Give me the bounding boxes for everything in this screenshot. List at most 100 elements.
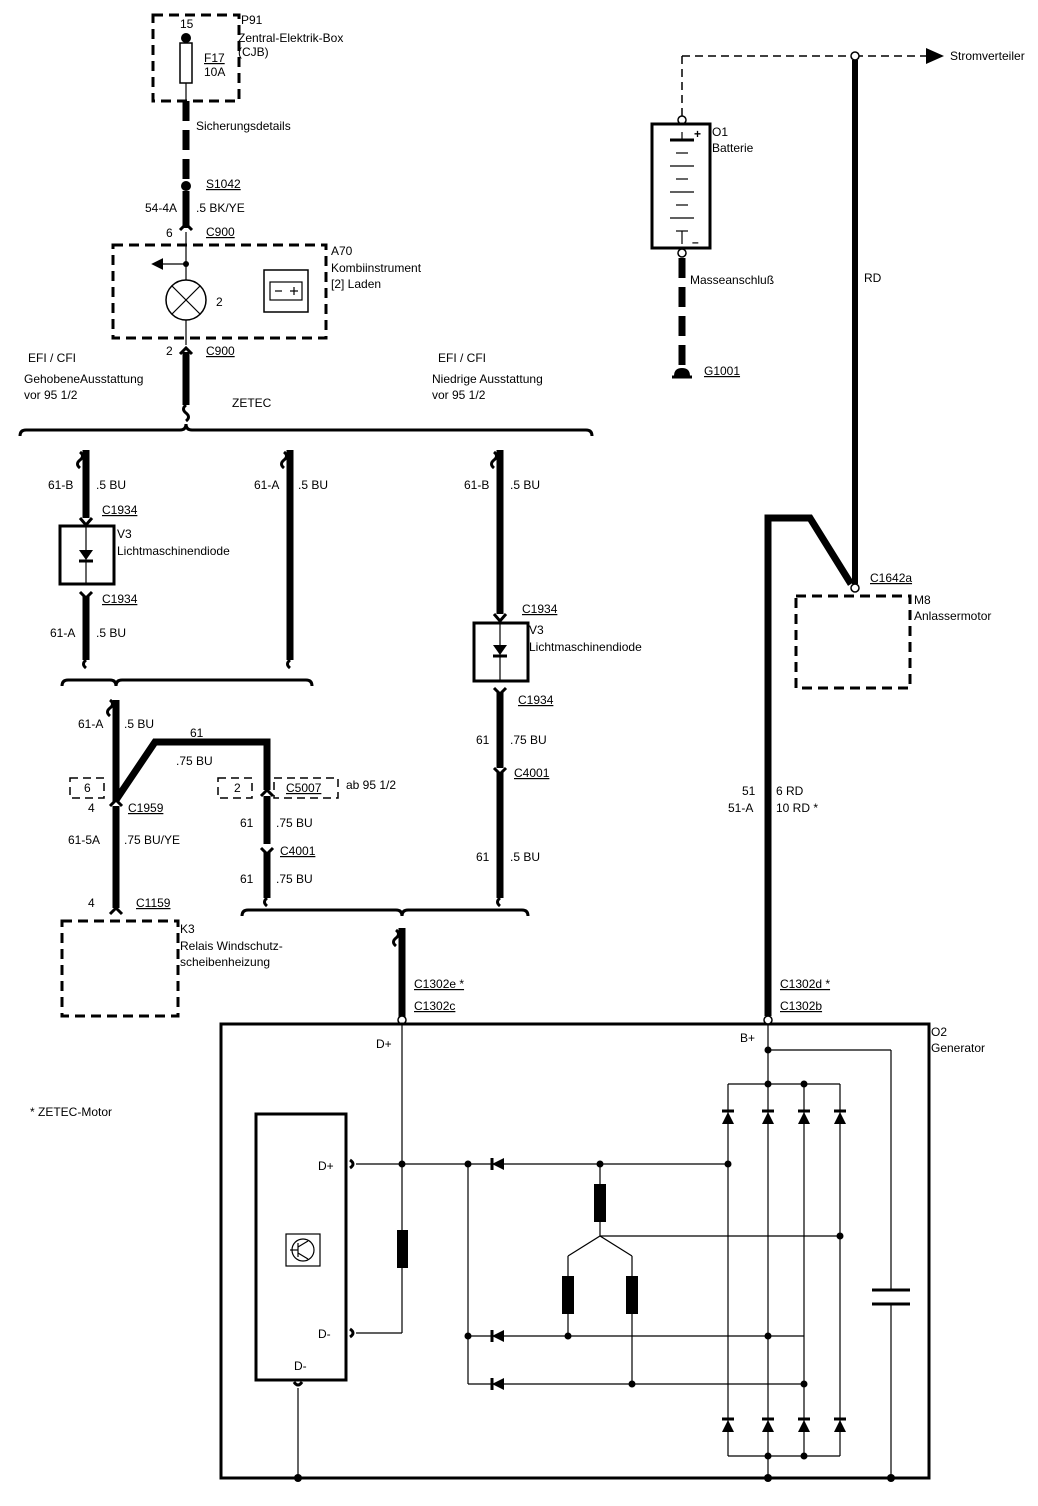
fuse-icon	[179, 42, 193, 84]
voltage-regulator	[254, 1112, 348, 1382]
bplus-label: B+	[740, 1031, 755, 1045]
c1302b: C1302b	[780, 999, 822, 1013]
wire-61-5a-spec: .75 BU/YE	[124, 833, 180, 847]
c1302e: C1302e *	[414, 977, 464, 991]
transistor-icon	[285, 1233, 321, 1267]
vor95-right: vor 95 1/2	[432, 388, 486, 402]
zetec-motor-note: * ZETEC-Motor	[30, 1105, 112, 1119]
c900-top: C900	[206, 225, 235, 239]
efi-right: EFI / CFI	[438, 351, 486, 365]
c1302c: C1302c	[414, 999, 455, 1013]
svg-text:+: +	[694, 127, 701, 141]
f17-amp: 10A	[204, 65, 225, 79]
o2-desc: Generator	[931, 1041, 985, 1055]
v3-diode-left: V3 Lichtmaschinendiode	[58, 524, 230, 586]
wire-61b-right-spec: .5 BU	[510, 478, 540, 492]
p91-desc1: Zentral-Elektrik-Box	[238, 31, 343, 45]
c1959: C1959	[128, 801, 164, 815]
s1042-label: S1042	[206, 177, 241, 191]
wire-61-right1-spec: .75 BU	[510, 733, 547, 747]
m8-desc: Anlassermotor	[914, 609, 991, 623]
k3-desc1: Relais Windschutz-	[180, 939, 283, 953]
ab95-label: ab 95 1/2	[346, 778, 396, 792]
wire-61b-left: 61-B	[48, 478, 73, 492]
svg-text:–: –	[692, 235, 699, 249]
c1302d: C1302d *	[780, 977, 830, 991]
capacitor-icon	[872, 1050, 910, 1476]
c1959-pin6: 6	[84, 781, 91, 795]
vor95-left: vor 95 1/2	[24, 388, 78, 402]
wire-61a-mid: 61-A	[254, 478, 279, 492]
c1642a: C1642a	[870, 571, 912, 585]
m8-name: M8	[914, 593, 931, 607]
masse-label: Masseanschluß	[690, 273, 774, 287]
wire-61a-mid-spec: .5 BU	[298, 478, 328, 492]
wire-61b-right: 61-B	[464, 478, 489, 492]
reg-dplus: D+	[318, 1159, 334, 1173]
a70-desc1: Kombiinstrument	[331, 261, 422, 275]
p91-desc2: (CJB)	[238, 45, 269, 59]
zetec-label: ZETEC	[232, 396, 272, 410]
wire-61-mid1: 61	[240, 816, 254, 830]
diode-icon	[493, 645, 507, 655]
fuse-details-label: Sicherungsdetails	[196, 119, 291, 133]
a70-pin2: 2	[216, 295, 223, 309]
c1959-pin4: 4	[88, 801, 95, 815]
c4001-mid: C4001	[280, 844, 316, 858]
wire-51a: 51-A	[728, 801, 753, 815]
battery-symbol-icon	[263, 269, 309, 313]
wire-61-mid2-spec: .75 BU	[276, 872, 313, 886]
a70-desc2: [2] Laden	[331, 277, 381, 291]
v3-left-desc: Lichtmaschinendiode	[117, 544, 230, 558]
wire-61-5a: 61-5A	[68, 833, 100, 847]
a70-name: A70	[331, 244, 353, 258]
wire-61-right2: 61	[476, 850, 490, 864]
v3-diode-right: V3 Lichtmaschinendiode	[472, 621, 642, 683]
ground-icon	[294, 1474, 302, 1482]
wire-61-right2-spec: .5 BU	[510, 850, 540, 864]
v3-right-desc: Lichtmaschinendiode	[529, 640, 642, 654]
c900-bot-pin: 2	[166, 344, 173, 358]
wire-54-4a: 54-4A	[145, 201, 177, 215]
o2-generator: O2 Generator D+ B+ D+ D- D-	[219, 1022, 985, 1482]
o1-battery: + – O1 Batterie	[650, 122, 754, 250]
rd-label: RD	[864, 271, 882, 285]
diode-icon	[79, 550, 93, 560]
lamp-icon	[165, 279, 207, 321]
c1934-c: C1934	[522, 602, 558, 616]
stromverteiler: Stromverteiler	[950, 49, 1025, 63]
wire-51a-spec: 10 RD *	[776, 801, 818, 815]
o2-name: O2	[931, 1025, 947, 1039]
k3-desc2: scheibenheizung	[180, 955, 270, 969]
gehobene: GehobeneAusstattung	[24, 372, 143, 386]
m8-starter: M8 Anlassermotor	[794, 593, 991, 690]
splice-s1042	[181, 181, 191, 191]
f17-label: F17	[204, 51, 225, 65]
niedrige: Niedrige Ausstattung	[432, 372, 543, 386]
wire-61b-left-spec: .5 BU	[96, 478, 126, 492]
a70-instrument-cluster: 2 A70 Kombiinstrument [2] Laden	[111, 232, 422, 345]
v3-right-name: V3	[529, 623, 544, 637]
wire-61-top: 61	[190, 726, 204, 740]
efi-left: EFI / CFI	[28, 351, 76, 365]
reg-dminus-bottom: D-	[294, 1359, 307, 1373]
o1-name: O1	[712, 125, 728, 139]
dplus-top: D+	[376, 1037, 392, 1051]
arrow-icon	[926, 48, 944, 64]
wire-61a-left-spec: .5 BU	[96, 626, 126, 640]
wire-51: 51	[742, 784, 756, 798]
wire-61-right1: 61	[476, 733, 490, 747]
c1934-d: C1934	[518, 693, 554, 707]
k3-name: K3	[180, 922, 195, 936]
k3-relay: K3 Relais Windschutz- scheibenheizung	[60, 919, 283, 1018]
c5007-pin2: 2	[234, 781, 241, 795]
c1159: C1159	[136, 896, 171, 910]
wire-54-4a-spec: .5 BK/YE	[196, 201, 245, 215]
o1-desc: Batterie	[712, 141, 754, 155]
wire-51-spec: 6 RD	[776, 784, 804, 798]
c5007: C5007	[286, 781, 322, 795]
wire-61a-left: 61-A	[50, 626, 75, 640]
g1001: G1001	[704, 364, 740, 378]
c1934-a: C1934	[102, 503, 138, 517]
